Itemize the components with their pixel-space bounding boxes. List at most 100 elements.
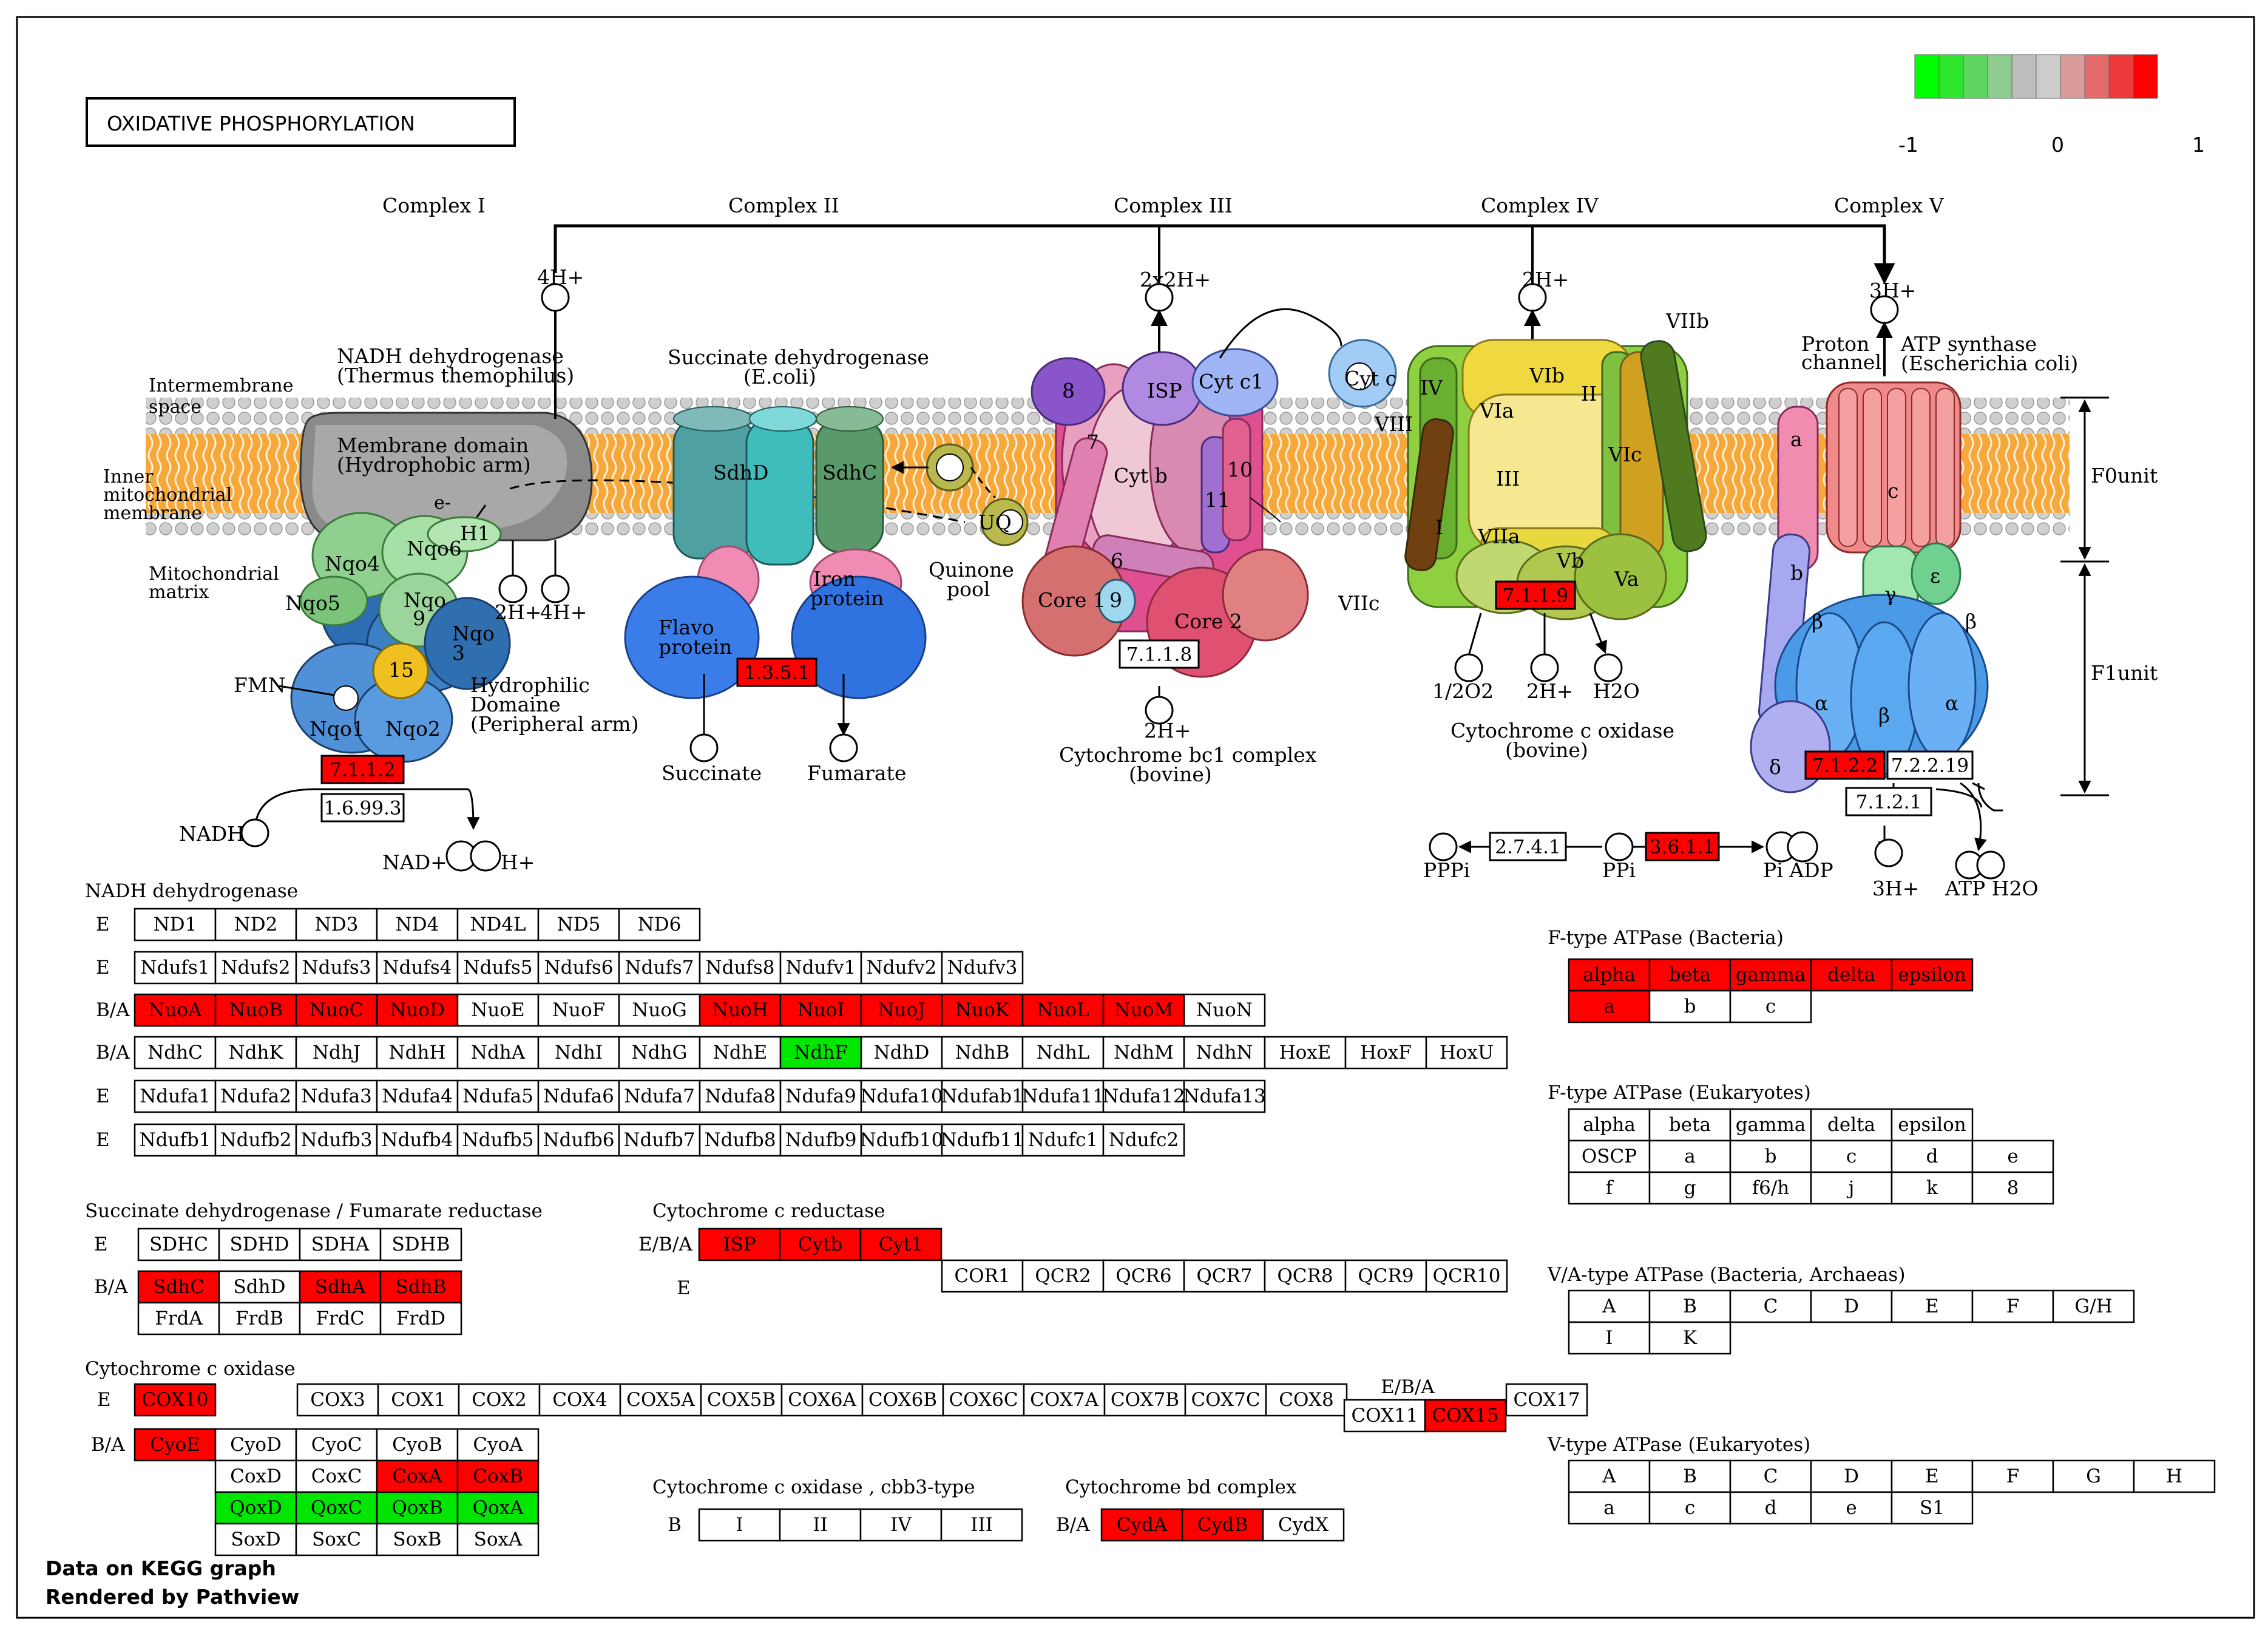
gene-cell[interactable]: SDHC [137,1227,220,1261]
ec-box-1-3-5-1[interactable]: 1.3.5.1 [736,657,817,687]
gene-cell[interactable]: Ndufs2 [214,951,297,985]
gene-cell[interactable]: NdhI [537,1036,620,1070]
gene-cell[interactable]: QCR10 [1425,1259,1508,1293]
gene-cell[interactable]: NuoB [214,993,297,1027]
gene-cell[interactable]: j [1810,1171,1893,1205]
gene-cell[interactable]: HoxF [1344,1036,1427,1070]
gene-cell[interactable]: CoxB [456,1459,540,1493]
gene-cell[interactable]: COX4 [538,1383,621,1417]
gene-cell[interactable]: CoxC [295,1459,378,1493]
gene-cell[interactable]: I [1568,1321,1651,1355]
ec-box-7-1-2-1[interactable]: 7.1.2.1 [1845,787,1932,816]
gene-cell[interactable]: F [1971,1459,2054,1493]
gene-cell[interactable]: NuoL [1021,993,1105,1027]
gene-cell[interactable]: B [1648,1289,1731,1323]
ec-box-7-1-2-2[interactable]: 7.1.2.2 [1804,750,1886,780]
gene-cell[interactable]: Ndufa12 [1102,1079,1185,1113]
gene-cell[interactable]: CyoA [456,1428,540,1462]
gene-cell[interactable]: NuoK [941,993,1024,1027]
gene-cell[interactable]: 8 [1971,1171,2054,1205]
gene-cell[interactable]: b [1729,1139,1812,1173]
gene-cell[interactable]: CyoB [376,1428,459,1462]
gene-cell[interactable]: ND3 [295,908,378,942]
gene-cell[interactable]: ND2 [214,908,297,942]
gene-cell[interactable]: c [1810,1139,1893,1173]
gene-cell[interactable]: NuoD [376,993,459,1027]
ec-box-7-2-2-19[interactable]: 7.2.2.19 [1886,750,1974,780]
gene-cell[interactable]: NuoH [699,993,782,1027]
gene-cell[interactable]: Ndufa8 [699,1079,782,1113]
gene-cell[interactable]: Cytb [779,1227,862,1261]
gene-cell[interactable]: COX7C [1184,1383,1267,1417]
gene-cell[interactable]: COX2 [458,1383,541,1417]
gene-cell[interactable]: NuoE [456,993,540,1027]
gene-cell[interactable]: Ndufs4 [376,951,459,985]
gene-cell[interactable]: SdhD [218,1270,301,1304]
gene-cell[interactable]: NuoM [1102,993,1185,1027]
gene-cell[interactable]: Ndufv3 [941,951,1024,985]
gene-cell[interactable]: Ndufs6 [537,951,620,985]
gene-cell[interactable]: G/H [2052,1289,2135,1323]
gene-cell[interactable]: NdhE [699,1036,782,1070]
gene-cell[interactable]: a [1568,1491,1651,1525]
gene-cell[interactable]: NdhD [860,1036,943,1070]
gene-cell[interactable]: FrdD [379,1302,462,1336]
gene-cell[interactable]: Ndufab1 [941,1079,1024,1113]
gene-cell[interactable]: F [1971,1289,2054,1323]
gene-cell[interactable]: COX17 [1505,1383,1588,1417]
gene-cell[interactable]: CyoE [134,1428,217,1462]
gene-cell[interactable]: Ndufv2 [860,951,943,985]
gene-cell[interactable]: NuoC [295,993,378,1027]
gene-cell[interactable]: Ndufa1 [134,1079,217,1113]
gene-cell[interactable]: COX5A [619,1383,702,1417]
gene-cell[interactable]: NdhK [214,1036,297,1070]
gene-cell[interactable]: QoxC [295,1491,378,1525]
gene-cell[interactable]: QoxB [376,1491,459,1525]
gene-cell[interactable]: Ndufb1 [134,1123,217,1157]
gene-cell[interactable]: SDHA [299,1227,382,1261]
gene-cell[interactable]: Ndufc2 [1102,1123,1185,1157]
gene-cell[interactable]: Ndufb4 [376,1123,459,1157]
gene-cell[interactable]: COX3 [296,1383,379,1417]
gene-cell[interactable]: Ndufb3 [295,1123,378,1157]
gene-cell[interactable]: SoxC [295,1522,378,1556]
gene-cell[interactable]: H [2133,1459,2216,1493]
gene-cell[interactable]: Ndufs5 [456,951,540,985]
gene-cell[interactable]: e [1971,1139,2054,1173]
gene-cell[interactable]: SoxA [456,1522,540,1556]
gene-cell[interactable]: Ndufs8 [699,951,782,985]
gene-cell[interactable]: SdhB [379,1270,462,1304]
gene-cell[interactable]: epsilon [1891,1108,1974,1142]
gene-cell[interactable]: QCR6 [1102,1259,1185,1293]
gene-cell[interactable]: ISP [698,1227,781,1261]
gene-cell[interactable]: ND4L [456,908,540,942]
gene-cell[interactable]: COX10 [134,1383,217,1417]
gene-cell[interactable]: NdhM [1102,1036,1185,1070]
gene-cell[interactable]: Ndufc1 [1021,1123,1105,1157]
gene-cell[interactable]: Ndufs1 [134,951,217,985]
gene-cell[interactable]: COX7B [1103,1383,1186,1417]
gene-cell[interactable]: IV [859,1508,943,1542]
gene-cell[interactable]: SDHB [379,1227,462,1261]
gene-cell[interactable]: CoxD [214,1459,297,1493]
gene-cell[interactable]: ND4 [376,908,459,942]
gene-cell[interactable]: b [1648,989,1731,1023]
gene-cell[interactable]: f6/h [1729,1171,1812,1205]
gene-cell[interactable]: SdhC [137,1270,220,1304]
gene-cell[interactable]: NdhG [618,1036,701,1070]
gene-cell[interactable]: Ndufb11 [941,1123,1024,1157]
gene-cell[interactable]: beta [1648,958,1731,992]
ec-box-7-1-1-2[interactable]: 7.1.1.2 [320,755,405,784]
gene-cell[interactable]: Ndufb7 [618,1123,701,1157]
gene-cell[interactable]: COX6B [861,1383,944,1417]
gene-cell[interactable]: Cyt1 [859,1227,943,1261]
gene-cell[interactable]: Ndufa3 [295,1079,378,1113]
gene-cell[interactable]: QCR8 [1264,1259,1347,1293]
gene-cell[interactable]: d [1729,1491,1812,1525]
gene-cell[interactable]: SoxD [214,1522,297,1556]
gene-cell[interactable]: A [1568,1459,1651,1493]
gene-cell[interactable]: QoxD [214,1491,297,1525]
ec-box-3-6-1-1[interactable]: 3.6.1.1 [1645,832,1720,861]
gene-cell[interactable]: G [2052,1459,2135,1493]
gene-cell[interactable]: OSCP [1568,1139,1651,1173]
